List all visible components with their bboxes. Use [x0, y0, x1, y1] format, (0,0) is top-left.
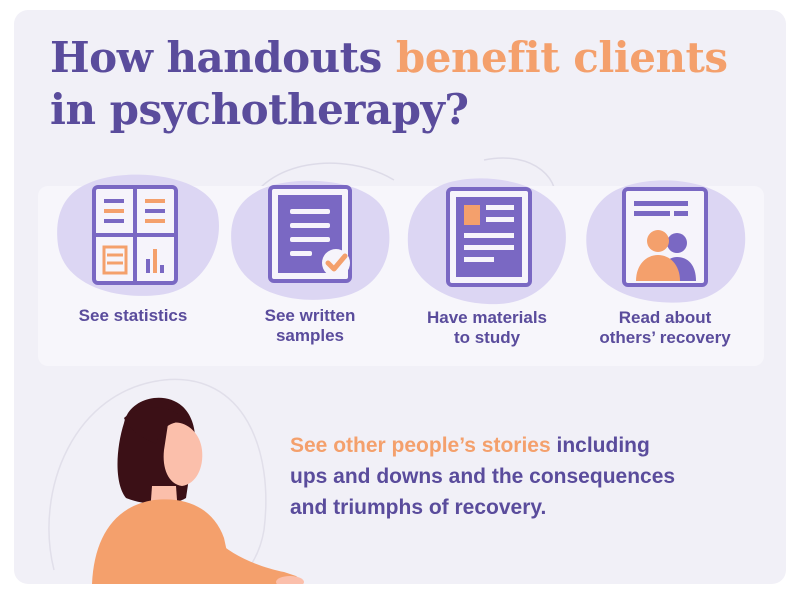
body-line2: ups and downs and the consequences — [290, 465, 676, 488]
body-line1-rest: including — [550, 434, 650, 457]
study-materials-icon — [446, 187, 532, 287]
body-accent: See other people’s stories — [290, 434, 551, 457]
title-accent: benefit clients — [395, 33, 728, 82]
infographic-card: How handouts benefit clients in psychoth… — [14, 10, 786, 584]
statistics-chart-icon — [92, 185, 178, 285]
benefit-label-2: See written samples — [264, 306, 356, 345]
benefit-label-4: Read about others’ recovery — [599, 308, 731, 347]
benefit-label-1: See statistics — [78, 306, 188, 325]
title-line2: in psychotherapy? — [50, 85, 469, 134]
page-title: How handouts benefit clients in psychoth… — [50, 32, 728, 136]
title-plain: How handouts — [50, 33, 396, 82]
body-text: See other people’s stories including ups… — [290, 430, 760, 523]
woman-viewing-illustration — [92, 397, 304, 584]
written-document-check-icon — [268, 185, 352, 283]
benefit-label-3: Have materials to study — [426, 308, 548, 347]
people-profile-icon — [622, 187, 708, 287]
body-line3: and triumphs of recovery. — [290, 496, 547, 519]
